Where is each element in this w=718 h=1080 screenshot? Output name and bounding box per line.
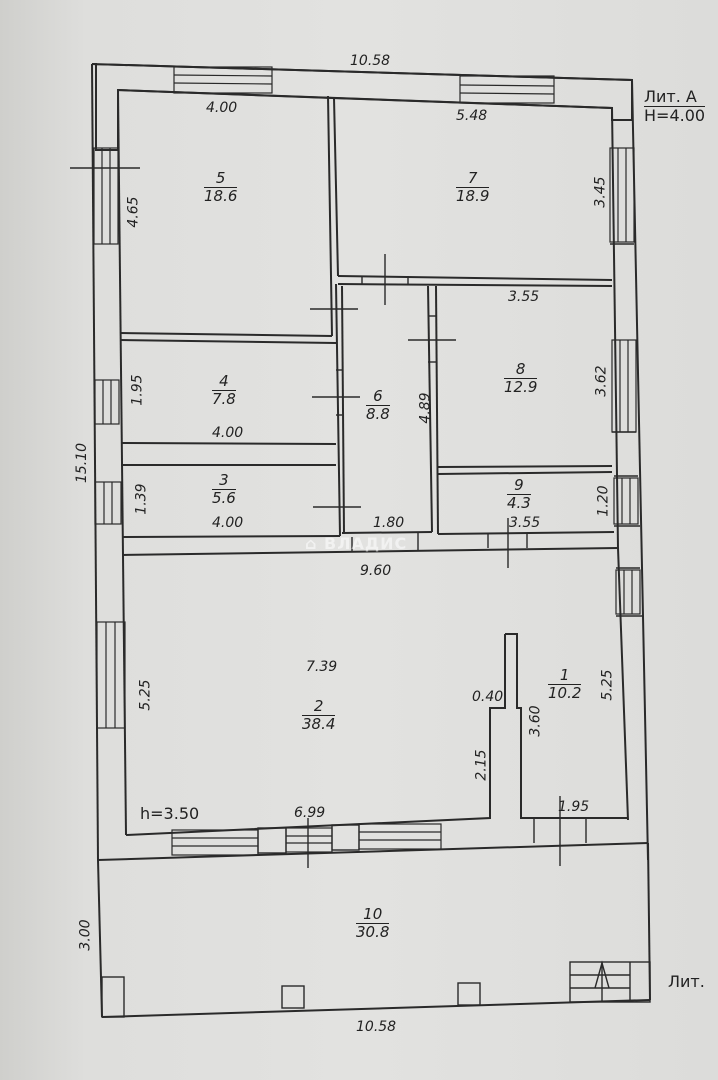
window-right-3 <box>613 477 639 525</box>
dim-r6-width: 1.80 <box>373 515 405 531</box>
dim-r7-height: 3.45 <box>592 176 609 208</box>
dim-r2-notch: 0.40 <box>472 689 504 705</box>
stairs-icon <box>569 960 651 1003</box>
dim-r4-width: 4.00 <box>212 425 244 441</box>
dim-r3-height: 1.39 <box>133 483 150 515</box>
dim-top-width: 10.58 <box>350 53 391 69</box>
door-markers <box>70 167 561 868</box>
ceiling-height-label: h=3.50 <box>140 804 200 823</box>
dim-veranda-depth: 3.00 <box>77 919 94 951</box>
window-top-right <box>459 75 555 104</box>
dim-r9-width: 3.55 <box>509 515 541 531</box>
dim-r2-bottom: 6.99 <box>294 805 326 821</box>
watermark-logo: ⌂ ВЛАДИС <box>305 534 408 553</box>
dim-r2-left: 5.25 <box>137 679 154 711</box>
dim-r8-height: 3.62 <box>593 365 610 397</box>
dim-r7-width: 5.48 <box>456 108 488 124</box>
window-right-1 <box>609 147 635 243</box>
dim-r1-inner: 3.60 <box>527 705 544 737</box>
dim-r6-height: 4.89 <box>417 392 434 424</box>
dim-r2-mid: 7.39 <box>306 659 338 675</box>
litera-label: Лит. А <box>644 88 706 107</box>
legend-litera: Лит. А H=4.00 <box>644 88 706 125</box>
dim-r4-height: 1.95 <box>129 374 146 406</box>
dim-r2-top: 9.60 <box>360 563 392 579</box>
window-bottom-1 <box>171 829 259 856</box>
dim-r1-width: 1.95 <box>558 799 590 815</box>
window-left-3 <box>94 481 122 525</box>
dim-r2-step: 2.15 <box>473 749 490 781</box>
dim-r5-width: 4.00 <box>206 100 238 116</box>
dim-r8-width: 3.55 <box>508 289 540 305</box>
window-left-2 <box>94 379 120 425</box>
dim-r3-width: 4.00 <box>212 515 244 531</box>
window-top-left <box>173 66 273 94</box>
height-label: H=4.00 <box>644 105 706 125</box>
dim-r1-height: 5.25 <box>599 669 616 701</box>
dim-left-height: 15.10 <box>74 442 91 484</box>
dim-r5-height: 4.65 <box>125 196 142 228</box>
window-bottom-3 <box>358 823 442 850</box>
dim-r9-height: 1.20 <box>595 485 612 517</box>
window-left-4 <box>96 621 126 729</box>
window-bottom-2 <box>285 827 333 853</box>
dim-bottom-width: 10.58 <box>356 1019 397 1035</box>
window-right-4 <box>615 569 641 615</box>
litera-side-label: Лит. <box>668 972 705 991</box>
window-left-1 <box>93 147 119 245</box>
